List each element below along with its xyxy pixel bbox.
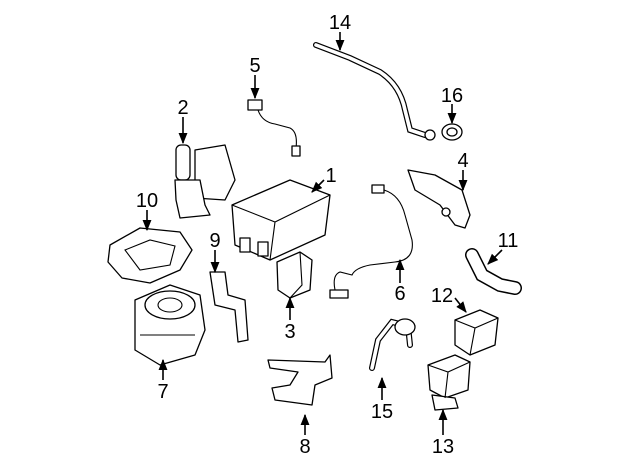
- callout-1-arrow: [311, 179, 325, 193]
- callout-15: 15: [371, 401, 393, 423]
- callout-16: 16: [441, 85, 463, 107]
- callout-11: 11: [498, 230, 519, 252]
- part-7-air-pump[interactable]: [134, 284, 206, 366]
- callout-13: 13: [432, 436, 454, 458]
- part-8-bracket[interactable]: [267, 354, 333, 406]
- callout-1: 1: [325, 165, 336, 187]
- part-6-sensor[interactable]: [329, 184, 413, 299]
- part-9-bracket[interactable]: [209, 271, 249, 343]
- callout-10: 10: [136, 190, 158, 212]
- part-12-valve[interactable]: [454, 309, 499, 356]
- part-11-hose[interactable]: [465, 248, 522, 295]
- part-4-bracket[interactable]: [407, 169, 471, 229]
- callout-5: 5: [249, 55, 260, 77]
- callout-6: 6: [394, 283, 405, 305]
- part-2-valve[interactable]: [174, 144, 236, 219]
- callout-9: 9: [209, 230, 220, 252]
- callout-11-arrow: [487, 249, 503, 265]
- callout-3: 3: [284, 321, 295, 343]
- callout-8: 8: [299, 436, 310, 458]
- callout-12-arrow: [454, 297, 467, 313]
- part-16-grommet[interactable]: [441, 123, 463, 141]
- part-3-solenoid[interactable]: [276, 251, 313, 299]
- callout-7: 7: [157, 381, 168, 403]
- part-14-hose[interactable]: [313, 42, 436, 141]
- callout-2: 2: [177, 97, 188, 119]
- callout-12: 12: [431, 285, 453, 307]
- callout-14: 14: [329, 12, 351, 34]
- part-13-valve[interactable]: [427, 354, 471, 411]
- part-1-canister[interactable]: [231, 179, 331, 261]
- callout-4: 4: [457, 150, 468, 172]
- part-15-pipe[interactable]: [369, 318, 416, 371]
- part-10-cover[interactable]: [107, 227, 193, 284]
- part-5-sensor[interactable]: [247, 99, 301, 157]
